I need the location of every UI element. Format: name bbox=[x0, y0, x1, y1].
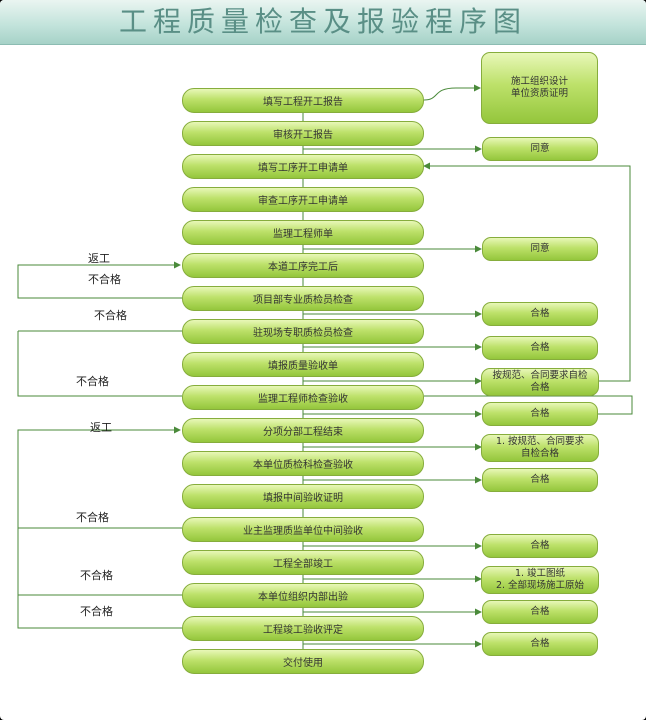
title-bar: 工程质量检查及报验程序图 bbox=[0, 0, 646, 45]
step-review-start-report: 审核开工报告 bbox=[182, 121, 424, 146]
step-process-completed: 本道工序完工后 bbox=[182, 253, 424, 278]
connector-36 bbox=[17, 528, 182, 596]
note-pass-5: 合格 bbox=[482, 534, 598, 558]
step-handover: 交付使用 bbox=[182, 649, 424, 674]
note-pass-7: 合格 bbox=[482, 632, 598, 656]
connector-35 bbox=[17, 426, 182, 529]
step-fill-acceptance-form: 填报质量验收单 bbox=[182, 352, 424, 377]
step-review-process-application: 审查工序开工申请单 bbox=[182, 187, 424, 212]
note-agree-2: 同意 bbox=[482, 237, 598, 261]
connector-31 bbox=[424, 395, 633, 415]
connector-37 bbox=[17, 595, 182, 629]
step-fill-start-report: 填写工程开工报告 bbox=[182, 88, 424, 113]
label-rework-1: 返工 bbox=[88, 252, 110, 265]
label-fail-1: 不合格 bbox=[88, 273, 121, 286]
note-pass-4: 合格 bbox=[482, 468, 598, 492]
step-supervisor-acceptance: 监理工程师检查验收 bbox=[182, 385, 424, 410]
step-project-inspector-check: 项目部专业质检员检查 bbox=[182, 286, 424, 311]
step-subproject-end: 分项分部工程结束 bbox=[182, 418, 424, 443]
diagram-title: 工程质量检查及报验程序图 bbox=[118, 5, 527, 38]
label-fail-6: 不合格 bbox=[80, 605, 113, 618]
note-pass-6: 合格 bbox=[482, 600, 598, 624]
label-fail-3: 不合格 bbox=[76, 375, 109, 388]
connector-34 bbox=[17, 331, 182, 397]
step-qc-dept-acceptance: 本单位质检科检查验收 bbox=[182, 451, 424, 476]
label-fail-2: 不合格 bbox=[94, 309, 127, 322]
note-agree-1: 同意 bbox=[482, 137, 598, 161]
note-pass-1: 合格 bbox=[482, 302, 598, 326]
connector-32 bbox=[17, 261, 182, 299]
step-site-inspector-check: 驻现场专职质检员检查 bbox=[182, 319, 424, 344]
note-pass-3: 合格 bbox=[482, 402, 598, 426]
note-spec-self-check: 1. 按规范、合同要求自检合格 bbox=[481, 434, 599, 462]
step-fill-process-application: 填写工序开工申请单 bbox=[182, 154, 424, 179]
note-self-check: 按规范、合同要求自检合格 bbox=[481, 368, 599, 396]
step-supervisor-form: 监理工程师单 bbox=[182, 220, 424, 245]
connector-17 bbox=[423, 84, 481, 101]
label-rework-2: 返工 bbox=[90, 421, 112, 434]
label-fail-5: 不合格 bbox=[80, 569, 113, 582]
connector-30 bbox=[423, 162, 631, 382]
step-project-completed: 工程全部竣工 bbox=[182, 550, 424, 575]
step-fill-interim-certificate: 填报中间验收证明 bbox=[182, 484, 424, 509]
step-final-acceptance: 工程竣工验收评定 bbox=[182, 616, 424, 641]
note-docs: 施工组织设计单位资质证明 bbox=[481, 52, 598, 124]
step-owner-interim-acceptance: 业主监理质监单位中间验收 bbox=[182, 517, 424, 542]
note-pass-2: 合格 bbox=[482, 336, 598, 360]
label-fail-4: 不合格 bbox=[76, 511, 109, 524]
step-internal-inspection: 本单位组织内部出验 bbox=[182, 583, 424, 608]
